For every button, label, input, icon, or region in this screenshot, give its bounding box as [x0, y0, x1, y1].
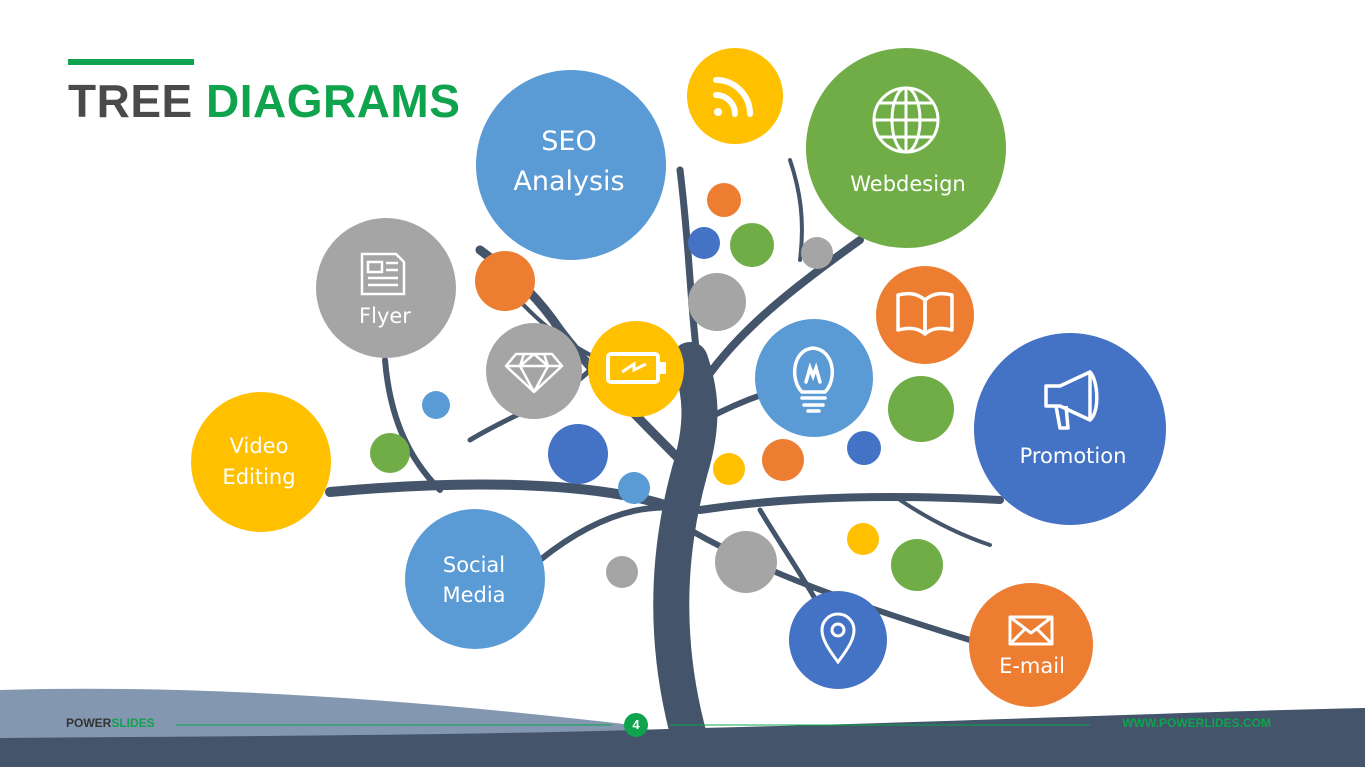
social-label-line1: Social — [443, 553, 505, 577]
globe-icon — [874, 88, 938, 152]
video-label-line1: Video — [230, 434, 289, 458]
webdesign-label: Webdesign — [850, 172, 965, 196]
flyer-node: Flyer — [316, 218, 456, 358]
webdesign-node: Webdesign — [806, 48, 1006, 248]
footer-brand: POWERSLIDES — [66, 716, 155, 730]
footer-url[interactable]: WWW.POWERLIDES.COM — [1122, 716, 1271, 730]
footer-brand-power: POWER — [66, 716, 111, 730]
book-node — [876, 266, 974, 364]
promotion-node: Promotion — [974, 333, 1166, 525]
social-label-line2: Media — [442, 583, 505, 607]
flyer-label: Flyer — [359, 304, 411, 328]
email-node: E-mail — [969, 583, 1093, 707]
rss-node — [687, 48, 783, 144]
page-number-badge: 4 — [624, 713, 648, 737]
video-label-line2: Editing — [222, 465, 295, 489]
seo-label-line1: SEO — [541, 126, 596, 157]
social-media-node: Social Media — [405, 509, 545, 649]
seo-label-line2: Analysis — [513, 166, 624, 197]
seo-analysis-node: SEO Analysis — [476, 70, 666, 260]
footer-brand-slides: SLIDES — [111, 716, 154, 730]
battery-node — [588, 321, 684, 417]
promotion-label: Promotion — [1020, 444, 1127, 468]
location-node — [789, 591, 887, 689]
video-editing-node: Video Editing — [191, 392, 331, 532]
lightbulb-node — [755, 319, 873, 437]
diamond-node — [486, 323, 582, 419]
email-label: E-mail — [999, 654, 1065, 678]
